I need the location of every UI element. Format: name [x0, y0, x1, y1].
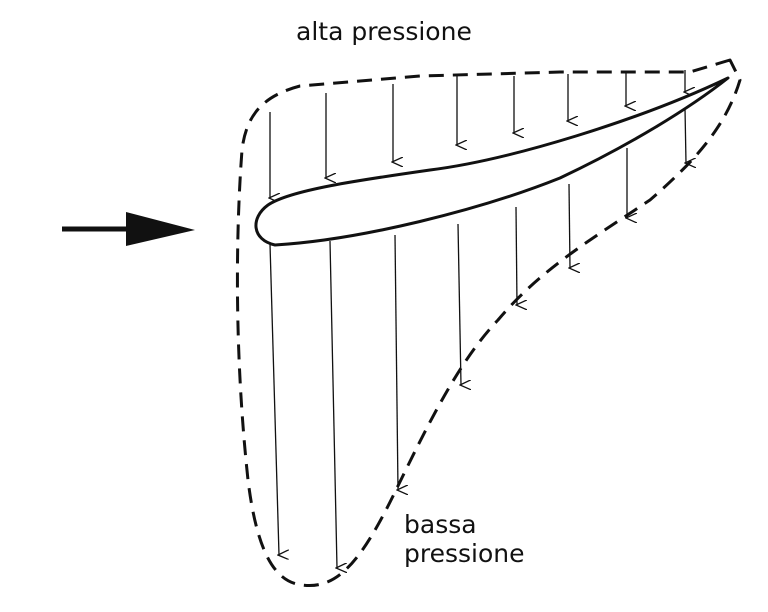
airfoil-profile	[254, 76, 730, 247]
lower-pressure-arrow	[329, 240, 337, 568]
low-pressure-label-line2: pressione	[404, 538, 525, 568]
flow-direction-arrow	[62, 212, 195, 246]
high-pressure-label: alta pressione	[296, 17, 472, 46]
lower-pressure-arrow	[685, 107, 686, 163]
upper-surface-pressure-arrows	[270, 70, 685, 198]
lower-pressure-arrow	[394, 234, 398, 490]
lower-pressure-arrow	[516, 206, 517, 305]
lower-pressure-arrow	[269, 243, 279, 555]
lower-pressure-arrow	[569, 183, 570, 268]
pressure-envelope-dashed-outline	[235, 58, 742, 588]
lower-pressure-arrow	[457, 223, 461, 385]
low-pressure-label-line1: bassa	[404, 510, 477, 539]
lower-surface-pressure-arrows	[269, 107, 686, 568]
low-pressure-label: bassa pressione	[404, 510, 525, 569]
